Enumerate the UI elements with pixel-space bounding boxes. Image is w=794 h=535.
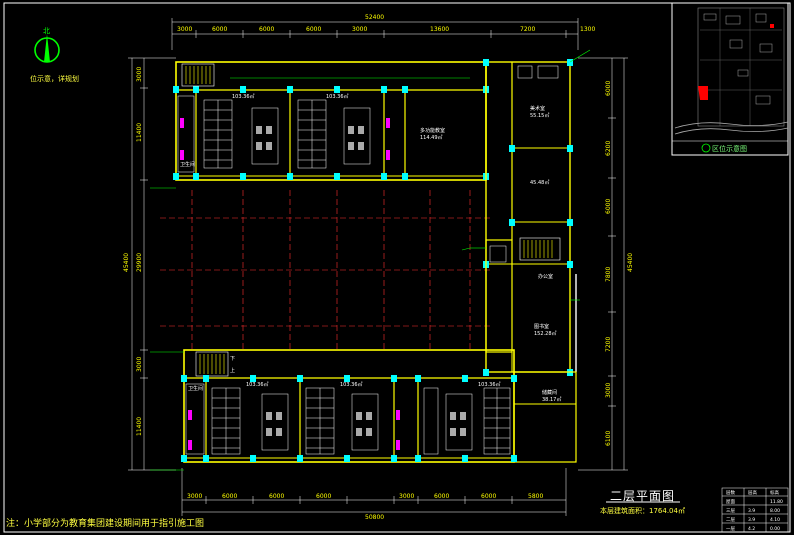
dim-left-total: 45400 [123, 253, 130, 272]
dim-right-seg-2: 6000 [605, 199, 612, 214]
north-label: 北 [43, 27, 50, 35]
table-cell-0-0: 屋面 [726, 499, 735, 505]
room-top-class2: 103.36㎡ [326, 93, 349, 100]
dimension-left [128, 57, 176, 471]
bottom-note: 注：小学部分为教育集团建设期间用于指引施工图 [6, 519, 205, 529]
key-map [671, 2, 789, 156]
dim-bottom-seg-1: 6000 [222, 493, 237, 500]
room-right-3: 办公室 [538, 273, 553, 280]
dim-top-seg-2: 6000 [259, 26, 274, 33]
table-cell-2-0: 二层 [726, 517, 735, 523]
north-arrow-icon: 北 [34, 27, 60, 63]
dim-right-seg-0: 6000 [605, 81, 612, 96]
dim-right-total: 45400 [627, 253, 634, 272]
dim-right-seg-6: 6100 [605, 431, 612, 446]
drawing-title: 二层平面图 [610, 489, 676, 503]
dim-top-seg-3: 6000 [306, 26, 321, 33]
table-cell-1-0: 三层 [726, 508, 735, 514]
dim-bottom-seg-7: 5800 [528, 493, 543, 500]
room-top-class1: 103.36㎡ [232, 93, 255, 100]
dim-bottom-seg-0: 3000 [187, 493, 202, 500]
dim-top-seg-6: 7200 [520, 26, 535, 33]
dimension-bottom [181, 468, 567, 516]
legend-label: 位示意，详规划 [30, 75, 79, 83]
area-note: 本层建筑面积：1764.04㎡ [600, 507, 685, 515]
table-cell-3-1: 4.2 [748, 526, 755, 532]
connector-corridor [470, 239, 513, 353]
label-stair-up: 上 [230, 367, 235, 374]
dim-bottom-seg-4: 3000 [399, 493, 414, 500]
table-cell-1-1: 3.9 [748, 508, 755, 514]
dim-bottom-total: 50800 [365, 514, 384, 521]
dim-top-seg-1: 6000 [212, 26, 227, 33]
label-stair-down: 下 [230, 356, 235, 362]
dim-left-seg-2: 29900 [136, 253, 143, 272]
bottom-wing: 下 上 [181, 349, 577, 463]
courtyard-grid [160, 190, 490, 350]
dim-bottom-seg-2: 6000 [269, 493, 284, 500]
drawing-frame [3, 2, 791, 533]
dim-top-seg-7: 1300 [580, 26, 595, 33]
dimension-top [171, 18, 579, 50]
dim-top-total: 52400 [365, 14, 384, 21]
dim-right-seg-5: 3000 [605, 383, 612, 398]
room-bot-class3: 103.36㎡ [478, 381, 501, 388]
dim-left-seg-0: 3000 [136, 67, 143, 82]
table-cell-3-0: 一层 [726, 526, 735, 532]
label-wc-bottom: 卫生间 [188, 385, 203, 392]
room-bot-class1: 103.36㎡ [246, 381, 269, 388]
dim-left-seg-4: 11400 [136, 417, 143, 436]
table-header-1: 层高 [748, 489, 757, 496]
room-bot-class2: 103.36㎡ [340, 381, 363, 388]
dim-right-seg-4: 7200 [605, 337, 612, 352]
dim-right-seg-3: 7800 [605, 267, 612, 282]
dim-right-seg-1: 6200 [605, 141, 612, 156]
table-cell-3-2: 0.00 [770, 526, 780, 532]
dim-top-seg-0: 3000 [177, 26, 192, 33]
dim-left-seg-3: 3000 [136, 357, 143, 372]
keymap-label: 区位示意图 [712, 145, 747, 153]
table-cell-0-2: 11.80 [770, 499, 783, 505]
table-cell-2-1: 3.9 [748, 517, 755, 523]
dim-bottom-seg-6: 6000 [481, 493, 496, 500]
dim-left-seg-1: 11400 [136, 123, 143, 142]
dim-bottom-seg-3: 6000 [316, 493, 331, 500]
dim-bottom-seg-5: 6000 [434, 493, 449, 500]
table-cell-2-2: 4.10 [770, 517, 780, 523]
story-table [721, 487, 789, 533]
table-header-2: 标高 [770, 489, 779, 496]
table-header-0: 层数 [726, 489, 735, 496]
table-cell-1-2: 8.00 [770, 508, 780, 514]
annotation-leaders [150, 49, 591, 471]
dim-top-seg-5: 13600 [430, 26, 449, 33]
label-wc-top: 卫生间 [180, 161, 195, 168]
room-right-2: 45.48㎡ [530, 179, 549, 186]
dim-top-seg-4: 3000 [352, 26, 367, 33]
dimension-right [578, 57, 628, 471]
